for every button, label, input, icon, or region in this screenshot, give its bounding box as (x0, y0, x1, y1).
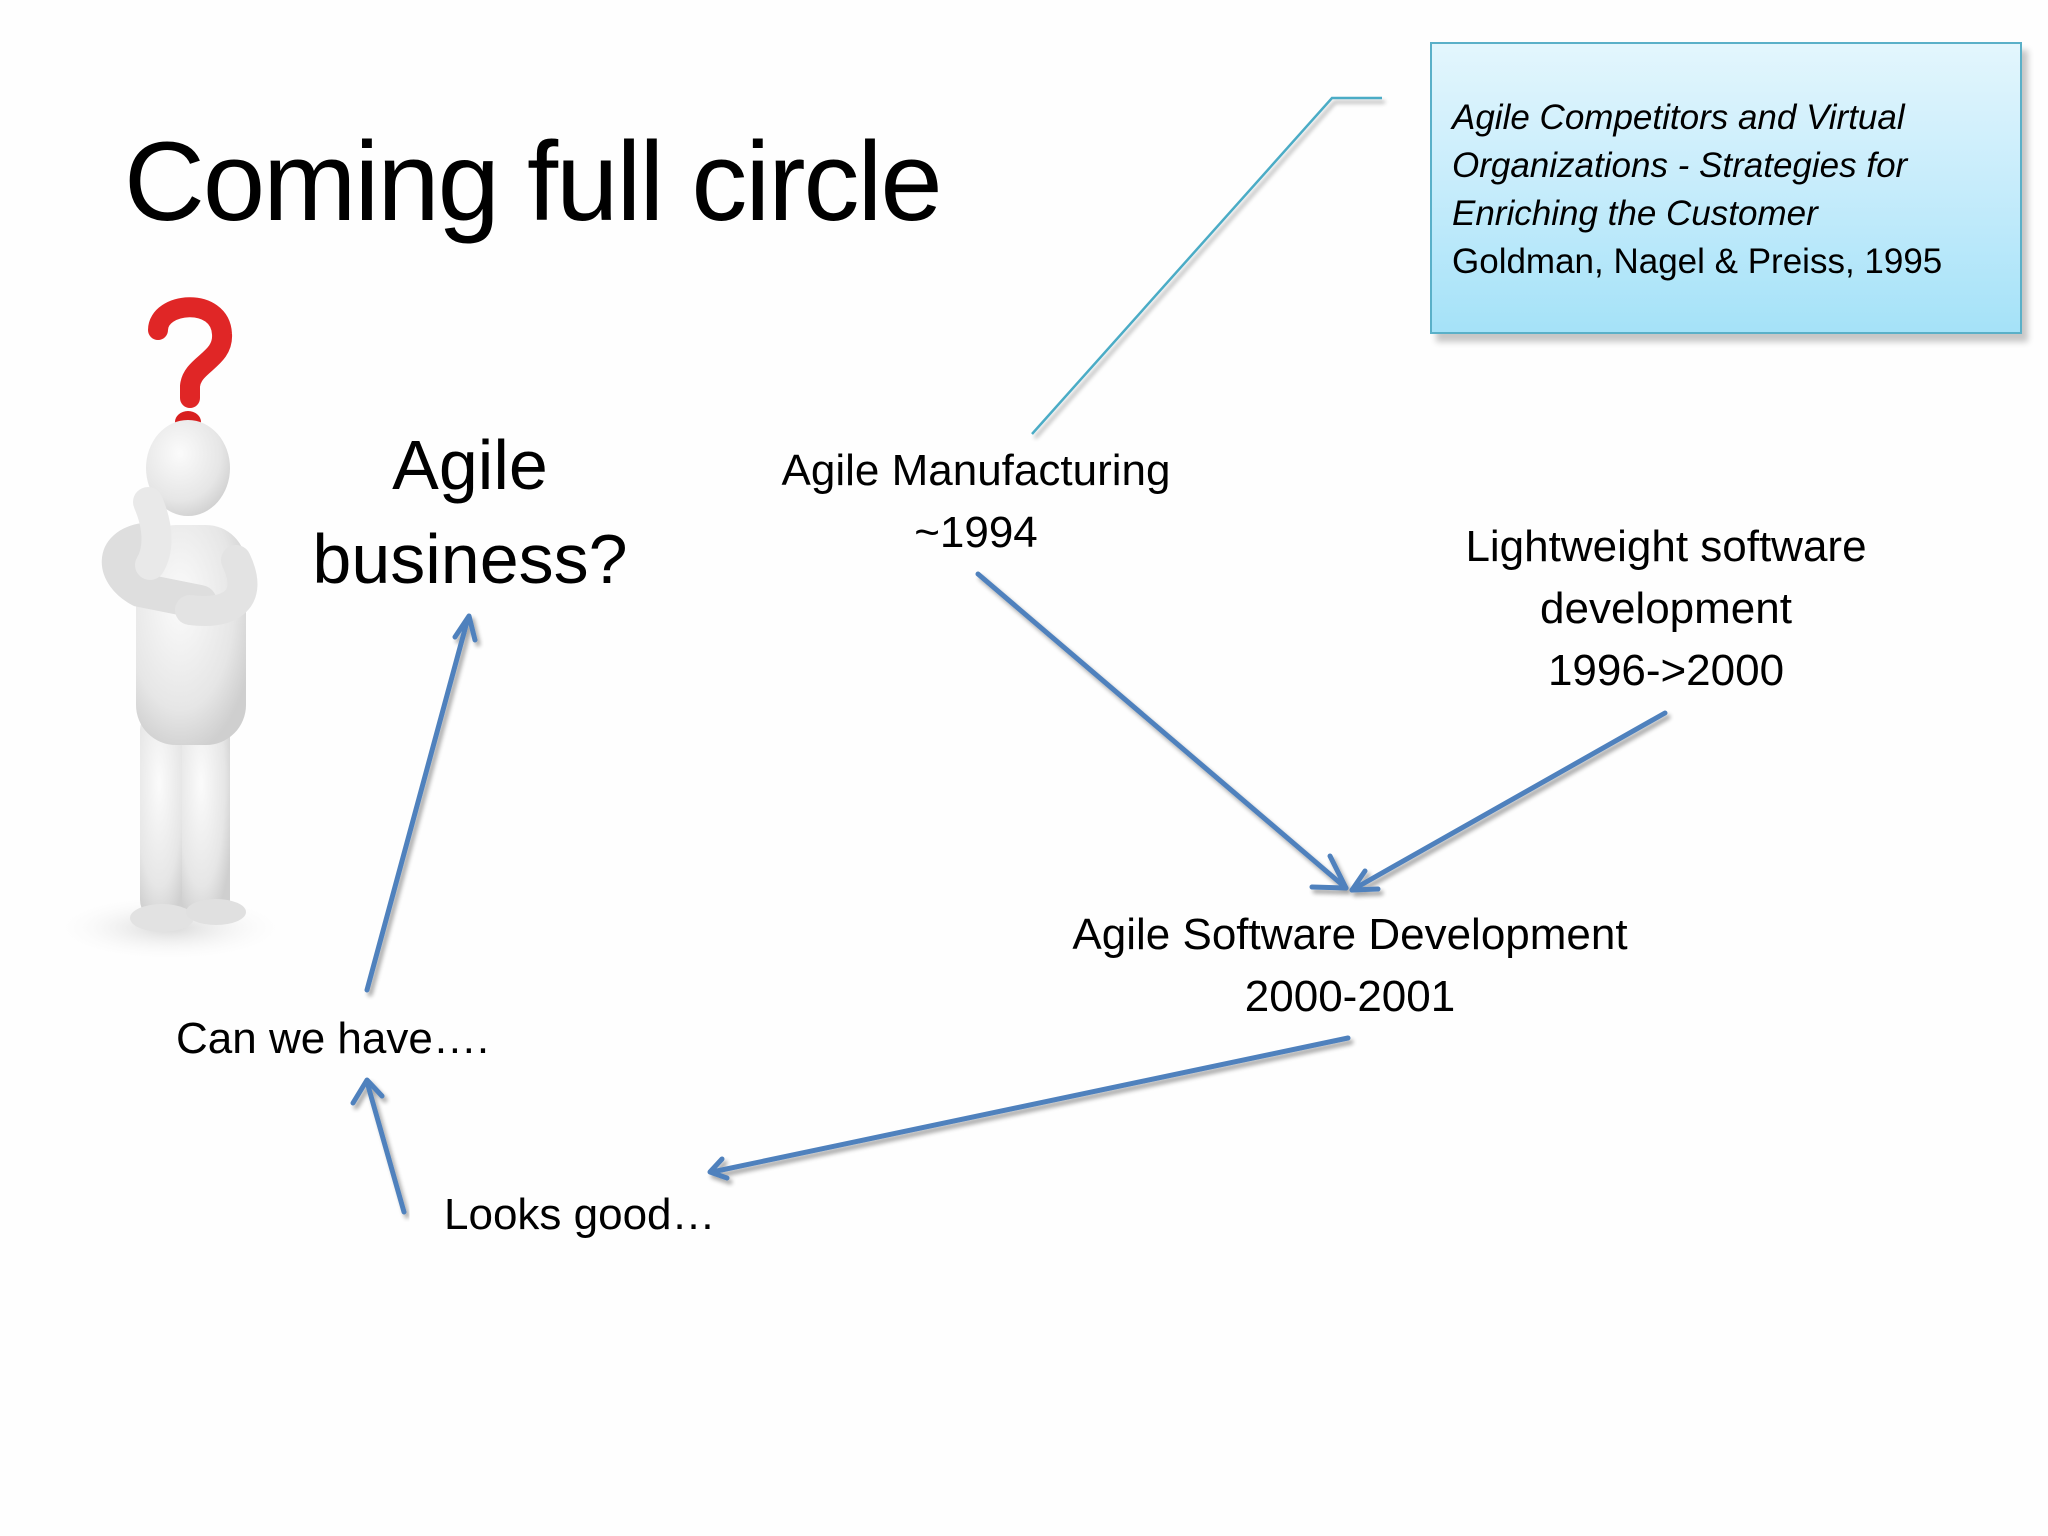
callout-leader-line (1031, 96, 1382, 435)
book-citation: Goldman, Nagel & Preiss, 1995 (1452, 242, 1943, 281)
node-agile-business: Agile business? (312, 426, 628, 598)
arrow-can-we-have-to-agile-business (364, 613, 478, 993)
node-looks-good: Looks good… (444, 1190, 716, 1239)
node-agile-software-development: Agile Software Development 2000-2001 (1072, 910, 1628, 1021)
arrow-looks-good-to-can-we-have (350, 1077, 407, 1215)
book-reference-callout: Agile Competitors and Virtual Organizati… (1430, 42, 2022, 334)
book-title-line: Agile Competitors and Virtual (1452, 98, 1905, 137)
node-can-we-have: Can we have…. (176, 1014, 490, 1063)
arrow-asd-to-looks-good (707, 1035, 1351, 1181)
question-mark-icon (148, 297, 232, 433)
node-agile-manufacturing: Agile Manufacturing ~1994 (781, 446, 1171, 557)
book-title-line: Enriching the Customer (1452, 194, 1818, 233)
node-lightweight-software-development: Lightweight software development 1996->2… (1465, 522, 1867, 695)
slide-title: Coming full circle (124, 119, 943, 244)
thinking-person-with-question-mark-icon (40, 290, 290, 970)
arrow-lightweight-to-asd (1349, 710, 1668, 893)
arrow-manufacturing-to-asd (975, 571, 1349, 891)
book-title-line: Organizations - Strategies for (1452, 146, 1908, 185)
